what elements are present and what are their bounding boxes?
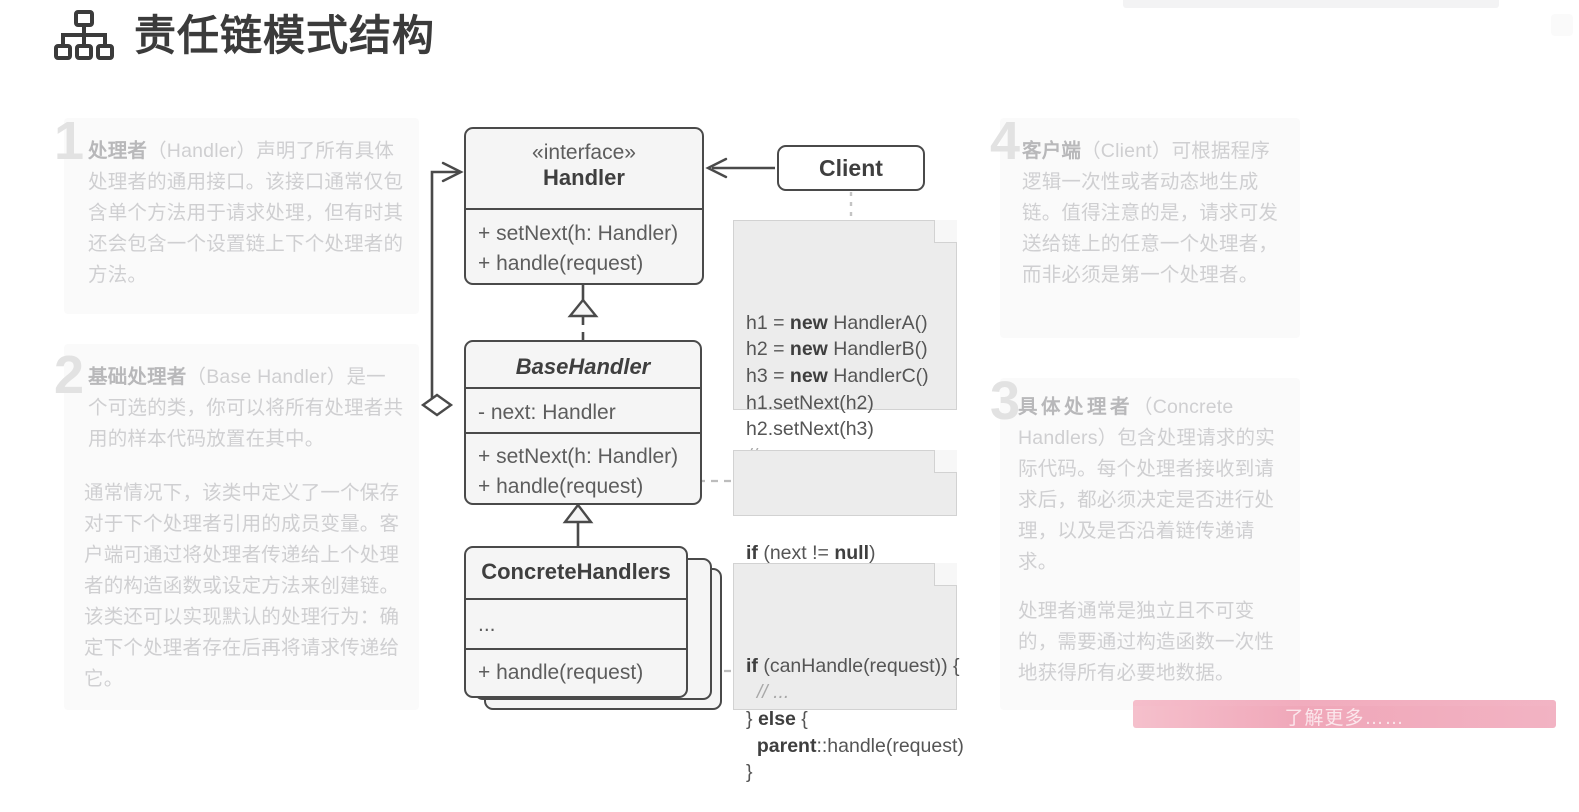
uml-class-client[interactable]: Client (777, 145, 925, 191)
note-block-2 (64, 344, 419, 710)
concretehandlers-methods: + handle(request) (466, 648, 686, 696)
note-number-3: 3 (990, 371, 1021, 431)
note-text-3b: 处理者通常是独立且不可变的，需要通过构造函数一次性地获得所有必要地数据。 (1018, 600, 1275, 684)
note-fold-corner (934, 450, 957, 473)
note-block-1 (64, 118, 419, 314)
uml-class-concretehandlers[interactable]: ConcreteHandlers ... + handle(request) (464, 546, 688, 698)
note-term-3: 具体处理者 (1018, 396, 1134, 418)
note-term-4: 客户端 (1022, 140, 1082, 162)
concretehandlers-fields: ... (466, 598, 686, 648)
handler-header: «interface» Handler (466, 129, 702, 208)
page-title: 责任链模式结构 (52, 8, 435, 64)
basehandler-field-next: - next: Handler (478, 401, 616, 424)
uml-class-handler[interactable]: «interface» Handler + setNext(h: Handler… (464, 127, 704, 285)
handler-stereotype: «interface» (532, 141, 636, 164)
note-block-3 (1000, 378, 1300, 710)
code-note-basehandler-handle: if (next != null) next.handle(request) (733, 450, 957, 590)
note-body-4: （Client）可根据程序逻辑一次性或者动态地生成链。值得注意的是，请求可发送给… (1022, 140, 1279, 286)
concretehandlers-method-handle: + handle(request) (478, 661, 644, 684)
concretehandlers-header: ConcreteHandlers (466, 548, 686, 598)
handler-methods: + setNext(h: Handler) + handle(request) (466, 208, 702, 288)
note-text-2b: 通常情况下，该类中定义了一个保存对于下个处理者引用的成员变量。客户端可通过将处理… (84, 482, 400, 690)
note-number-2: 2 (54, 345, 85, 405)
note-text-3: 具体处理者（Concrete Handlers）包含处理请求的实际代码。每个处理… (1018, 392, 1284, 578)
concretehandlers-field-ellipsis: ... (478, 613, 496, 636)
note-text-4: 客户端（Client）可根据程序逻辑一次性或者动态地生成链。值得注意的是，请求可… (1022, 136, 1284, 291)
concrete-handle-code-lines: if (canHandle(request)) { // ... } else … (746, 654, 964, 784)
code-note-concretehandler-handle: if (canHandle(request)) { // ... } else … (733, 563, 964, 783)
concretehandlers-name: ConcreteHandlers (481, 559, 671, 584)
hierarchy-icon (52, 8, 116, 64)
page-title-text: 责任链模式结构 (134, 12, 436, 59)
basehandler-name: BaseHandler (515, 354, 651, 379)
basehandler-header: BaseHandler (466, 342, 700, 387)
handler-name: Handler (543, 165, 625, 190)
promo-banner[interactable]: 了解更多…… (1133, 700, 1556, 728)
note-fold-corner (934, 220, 957, 243)
note-fold-corner (934, 563, 957, 586)
note-body-3: （Concrete Handlers）包含处理请求的实际代码。每个处理者接收到请… (1018, 396, 1275, 573)
handler-method-handle: + handle(request) (478, 252, 644, 275)
client-name: Client (819, 154, 883, 181)
note-text-1: 处理者（Handler）声明了所有具体处理者的通用接口。该接口通常仅包含单个方法… (88, 136, 404, 291)
note-number-1: 1 (54, 111, 85, 171)
note-body-2: （Base Handler）是一个可选的类，你可以将所有处理者共用的样本代码放置… (88, 366, 404, 450)
banner-fade (1133, 700, 1556, 706)
uml-class-basehandler[interactable]: BaseHandler - next: Handler + setNext(h:… (464, 340, 702, 505)
note-body-1: （Handler）声明了所有具体处理者的通用接口。该接口通常仅包含单个方法用于请… (88, 140, 404, 286)
top-strip (1123, 0, 1499, 8)
promo-banner-text: 了解更多…… (1284, 708, 1405, 728)
code-note-client: h1 = new HandlerA() h2 = new HandlerB() … (733, 220, 957, 493)
note-text-2: 基础处理者（Base Handler）是一个可选的类，你可以将所有处理者共用的样… (88, 362, 404, 455)
basehandler-method-handle: + handle(request) (478, 475, 644, 498)
note-term-1: 处理者 (88, 140, 148, 162)
top-corner-block (1551, 14, 1573, 36)
basehandler-methods: + setNext(h: Handler) + handle(request) (466, 432, 700, 510)
note-block-4 (1000, 118, 1300, 338)
note-term-2: 基础处理者 (88, 366, 187, 388)
basehandler-fields: - next: Handler (466, 387, 700, 432)
basehandler-method-setnext: + setNext(h: Handler) (478, 445, 679, 468)
note-number-4: 4 (990, 111, 1021, 171)
handler-method-setnext: + setNext(h: Handler) (478, 222, 679, 245)
